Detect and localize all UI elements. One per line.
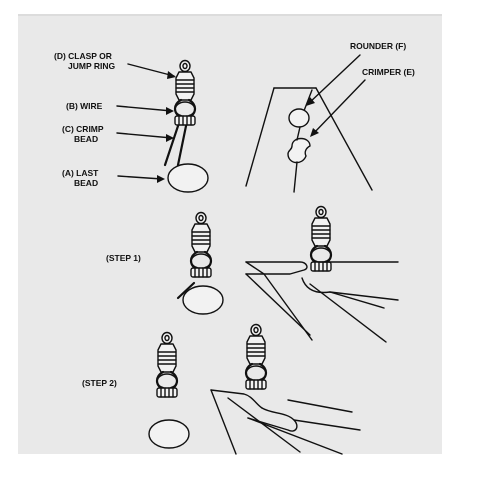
label-crimper: CRIMPER (E) [362,67,415,77]
label-crimp-bead: BEAD [74,134,98,144]
diagram-sheet [18,14,442,454]
label-jump-ring: JUMP RING [68,61,115,71]
sheet-edge [18,14,442,16]
step2-assembly [148,331,190,449]
label-wire: (B) WIRE [66,101,103,111]
main-assembly [163,59,209,193]
label-last: (A) LAST [62,168,99,178]
label-last-bead: BEAD [74,178,98,188]
label-step2: (STEP 2) [82,378,117,388]
label-clasp: (D) CLASP OR [54,51,112,61]
label-arrows [116,63,176,183]
label-rounder: ROUNDER (F) [350,41,406,51]
label-step1: (STEP 1) [106,253,141,263]
step1-assembly [176,211,224,315]
step1-pliers [245,205,399,343]
step2-pliers [210,323,361,455]
pliers-jaws [245,54,373,193]
label-crimp: (C) CRIMP [62,124,104,134]
